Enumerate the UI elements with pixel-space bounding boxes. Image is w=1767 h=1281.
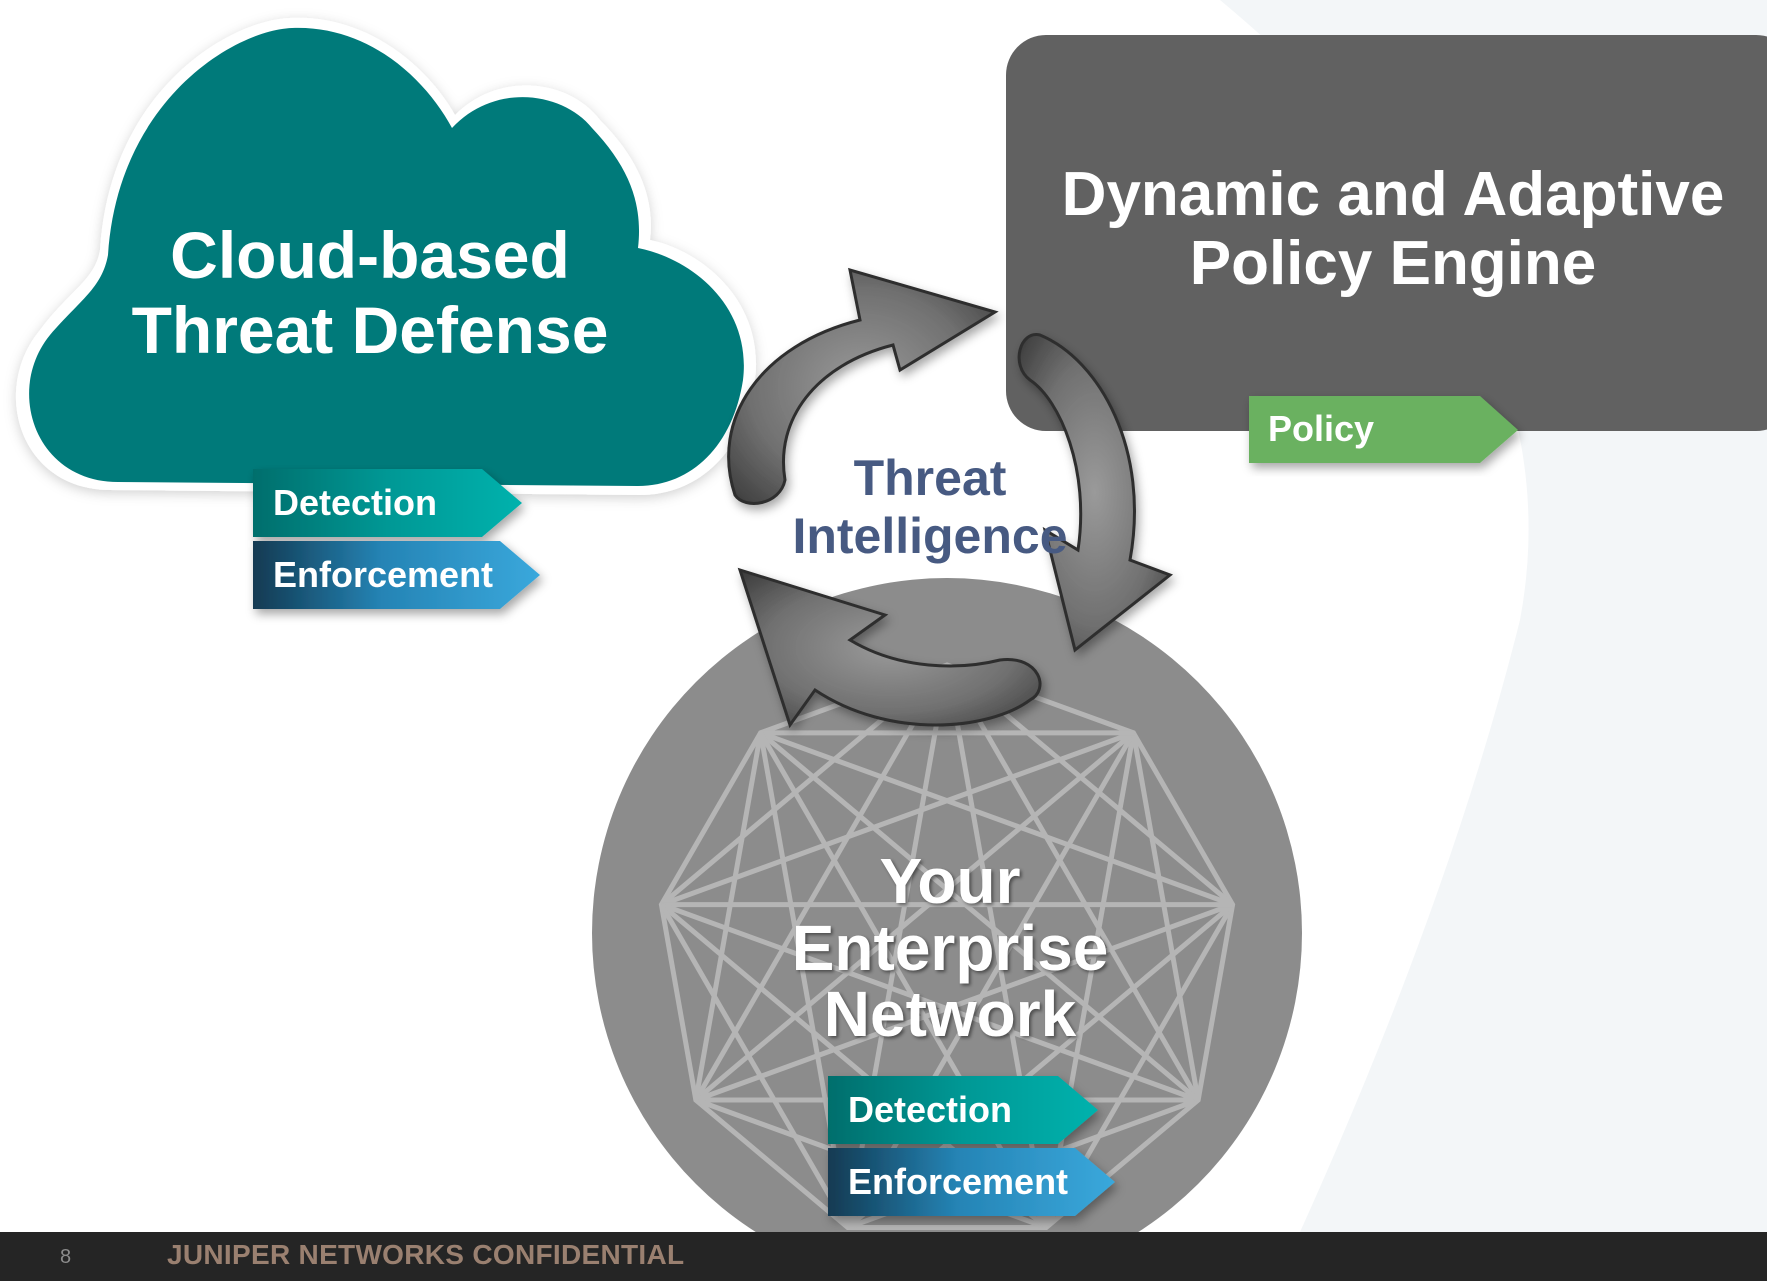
cloud-title-line2: Threat Defense: [131, 293, 609, 368]
threat-intelligence-label: Threat Intelligence: [740, 450, 1120, 565]
mesh-link: [758, 731, 1049, 1229]
enterprise-title-line2: Enterprise: [791, 911, 1109, 984]
policy-engine-title: Dynamic and Adaptive Policy Engine: [1018, 160, 1767, 299]
cloud-enforcement-tag-shape: [253, 541, 540, 609]
cloud-title-line1: Cloud-based: [170, 218, 570, 292]
enterprise-detection-tag-shape: [828, 1076, 1098, 1144]
mesh-link: [759, 730, 1234, 907]
page-number: 8: [60, 1246, 72, 1268]
mesh-link: [694, 730, 1136, 1102]
enterprise-enforcement-tag-shape: [828, 1148, 1115, 1216]
policy-tag-shape: [1249, 396, 1518, 463]
footer-bar: [0, 1232, 1767, 1281]
confidential-notice: JUNIPER NETWORKS CONFIDENTIAL: [167, 1239, 685, 1270]
cloud-title: Cloud-based Threat Defense: [100, 218, 640, 368]
mesh-link: [693, 732, 764, 1101]
mesh-link: [660, 902, 1200, 1103]
enterprise-title-line1: Your: [879, 845, 1021, 917]
cloud-enforcement-tag: Enforcement: [273, 554, 494, 595]
enterprise-network-title: Your Enterprise Network: [740, 848, 1160, 1048]
enterprise-detection-tag: Detection: [848, 1089, 1013, 1130]
policy-engine-box: [1006, 35, 1767, 431]
mesh-link: [845, 731, 1136, 1229]
cycle-arrows: [727, 267, 1174, 729]
mesh-link: [694, 902, 1234, 1103]
cloud-detection-tag-shape: [253, 469, 522, 537]
mesh-link: [944, 663, 1201, 1102]
cloud-detection-tag: Detection: [273, 482, 438, 523]
mesh-link: [1130, 732, 1201, 1101]
policy-tag: Policy: [1268, 408, 1375, 449]
mesh-link: [660, 730, 1135, 907]
mesh-link: [758, 730, 1200, 1102]
enterprise-tags: [828, 1076, 1115, 1216]
mesh-link: [693, 663, 950, 1102]
policy-title-line1: Dynamic and Adaptive: [1061, 160, 1725, 229]
cloud-shape: [15, 17, 757, 495]
threat-intelligence-line2: Intelligence: [792, 507, 1068, 564]
threat-intelligence-line1: Threat: [853, 450, 1007, 506]
enterprise-title-line3: Network: [823, 978, 1077, 1051]
enterprise-enforcement-tag: Enforcement: [848, 1161, 1069, 1202]
policy-title-line2: Policy Engine: [1189, 229, 1597, 299]
mesh-outline: [658, 662, 1236, 1231]
mesh-link: [1043, 732, 1136, 1228]
mesh-link: [758, 732, 851, 1228]
cloud-tags: [253, 469, 540, 609]
mesh-link: [659, 903, 850, 1229]
